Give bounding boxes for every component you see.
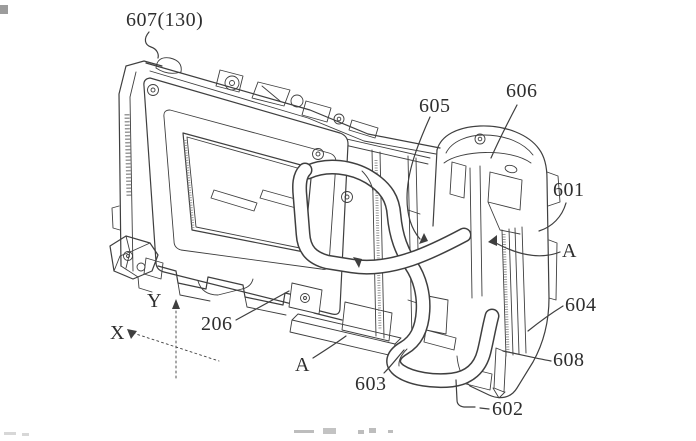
axis-indicator — [127, 299, 220, 379]
grip-unit — [432, 125, 561, 399]
leader-605 — [406, 116, 431, 240]
axis-x-arrowhead — [127, 329, 137, 339]
leader-601 — [538, 202, 567, 232]
leader-608 — [502, 350, 552, 362]
leader-604 — [527, 305, 564, 332]
section-label-a-bottom: A — [295, 354, 310, 376]
sensor-frame — [163, 109, 337, 270]
corner-bracket — [109, 235, 164, 280]
section-label-a-right: A — [562, 240, 577, 262]
leader-607 — [144, 31, 159, 59]
ref-label-601: 601 — [553, 179, 585, 201]
heat-pipe — [292, 159, 500, 389]
leader-206 — [235, 290, 290, 321]
ref-label-602: 602 — [492, 398, 524, 420]
leader-602 — [455, 379, 490, 410]
leader-section-a-bottom — [312, 335, 347, 359]
arrowhead-section-a-right — [488, 235, 497, 246]
corner-smudge — [0, 5, 8, 14]
sensor-plate — [143, 77, 353, 315]
axis-x-line — [132, 332, 220, 362]
slot-left — [210, 189, 258, 212]
ref-label-606: 606 — [506, 80, 538, 102]
leader-section-a-right — [493, 241, 561, 257]
ref-label-206: 206 — [201, 313, 233, 335]
mount-block-206 — [288, 282, 323, 315]
screw-mid-right — [341, 191, 353, 203]
back-plate — [111, 60, 163, 293]
grip-screw — [474, 133, 486, 145]
screw-top-right — [312, 148, 324, 160]
ref-label-603: 603 — [355, 373, 387, 395]
section-arrow-mid — [419, 233, 428, 244]
leader-lines — [144, 31, 567, 410]
ref-label-605: 605 — [419, 95, 451, 117]
axis-label-y: Y — [147, 290, 162, 312]
cropped-caption-marks — [0, 5, 393, 436]
cap-607 — [155, 57, 182, 74]
section-arrows — [353, 233, 428, 268]
ref-label-604: 604 — [565, 294, 597, 316]
grip-rail-rear — [514, 226, 527, 355]
ref-label-607-130: 607(130) — [126, 9, 204, 31]
ref-label-608: 608 — [553, 349, 585, 371]
axis-label-x: X — [110, 322, 125, 344]
section-arrow-left — [353, 257, 362, 268]
screw-top-left — [147, 84, 159, 96]
axis-y-arrowhead — [172, 299, 180, 309]
leader-606 — [490, 104, 518, 159]
leader-603 — [383, 349, 405, 374]
